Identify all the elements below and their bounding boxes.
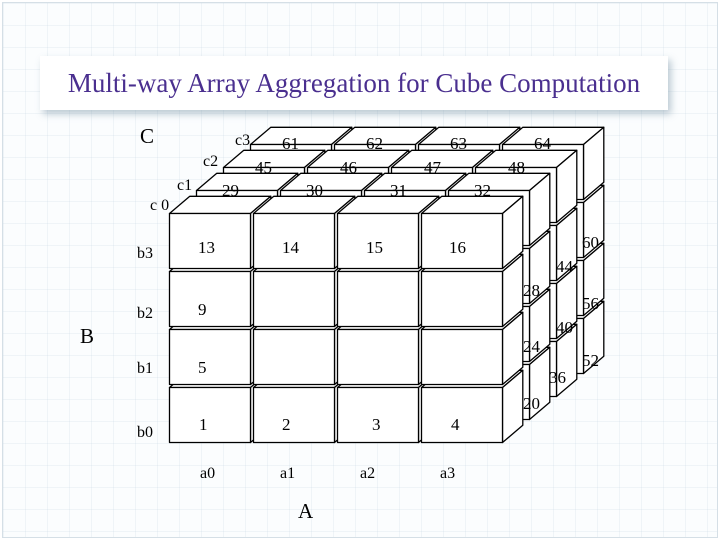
cube-front-face bbox=[336, 328, 420, 386]
cube-front-face bbox=[420, 386, 504, 444]
side-cell-number: 20 bbox=[523, 394, 540, 413]
axis-label-b: B bbox=[80, 324, 94, 348]
b-label-b3: b3 bbox=[137, 245, 153, 262]
side-cell-number: 60 bbox=[582, 233, 599, 252]
b-label-b2: b2 bbox=[137, 305, 153, 322]
cube-front-face bbox=[420, 328, 504, 386]
top-cell-number: 64 bbox=[534, 134, 552, 153]
c-label-c3: c3 bbox=[235, 132, 250, 149]
cube-front-face bbox=[336, 270, 420, 328]
front-cell-number: 1 bbox=[199, 415, 208, 434]
axis-label-c: C bbox=[140, 124, 154, 148]
side-cell-number: 56 bbox=[582, 294, 599, 313]
front-cell-number: 2 bbox=[282, 415, 291, 434]
side-cell-number: 24 bbox=[523, 337, 541, 356]
side-cell-number: 40 bbox=[556, 318, 573, 337]
cube-front-face bbox=[168, 328, 252, 386]
title-box: Multi-way Array Aggregation for Cube Com… bbox=[40, 56, 668, 110]
c-label-c1: c1 bbox=[177, 177, 192, 194]
axis-label-a: A bbox=[298, 499, 314, 523]
top-cell-number: 63 bbox=[450, 134, 467, 153]
cube-front-face bbox=[420, 212, 504, 270]
cube-shapes bbox=[168, 126, 605, 444]
front-cell-number: 13 bbox=[198, 238, 215, 257]
cube-front-face bbox=[252, 328, 336, 386]
top-cell-number: 46 bbox=[340, 158, 357, 177]
front-cell-number: 5 bbox=[198, 358, 207, 377]
top-cell-number: 32 bbox=[474, 181, 491, 200]
cube-front-face bbox=[420, 270, 504, 328]
c-label-c0: c 0 bbox=[150, 197, 169, 214]
cube-front-face bbox=[168, 270, 252, 328]
slide-title: Multi-way Array Aggregation for Cube Com… bbox=[67, 68, 641, 98]
cube-front-face bbox=[252, 212, 336, 270]
top-cell-number: 45 bbox=[255, 158, 272, 177]
top-cell-number: 30 bbox=[306, 181, 323, 200]
b-label-b1: b1 bbox=[137, 360, 153, 377]
top-cell-number: 61 bbox=[282, 134, 299, 153]
top-cell-number: 47 bbox=[424, 158, 442, 177]
a-label-a3: a3 bbox=[440, 465, 455, 482]
side-cell-number: 36 bbox=[549, 368, 566, 387]
a-label-a0: a0 bbox=[200, 465, 215, 482]
top-cell-number: 31 bbox=[390, 181, 407, 200]
a-label-a2: a2 bbox=[360, 465, 375, 482]
cube-front-face bbox=[336, 212, 420, 270]
front-cell-number: 15 bbox=[366, 238, 383, 257]
cube-front-face bbox=[252, 270, 336, 328]
side-cell-number: 52 bbox=[582, 351, 599, 370]
c-label-c2: c2 bbox=[203, 153, 218, 170]
b-label-b0: b0 bbox=[137, 424, 153, 441]
front-cell-number: 14 bbox=[282, 238, 300, 257]
side-cell-number: 28 bbox=[523, 281, 540, 300]
a-label-a1: a1 bbox=[280, 465, 295, 482]
cube-front-face bbox=[336, 386, 420, 444]
front-cell-number: 16 bbox=[449, 238, 466, 257]
front-cell-number: 4 bbox=[451, 415, 460, 434]
front-cell-number: 9 bbox=[198, 300, 207, 319]
cube-front-face bbox=[252, 386, 336, 444]
cube-front-face bbox=[168, 386, 252, 444]
front-cell-number: 3 bbox=[372, 415, 381, 434]
top-cell-number: 29 bbox=[222, 181, 239, 200]
top-cell-number: 48 bbox=[508, 158, 525, 177]
cube-front-face bbox=[168, 212, 252, 270]
side-cell-number: 44 bbox=[556, 257, 574, 276]
top-cell-number: 62 bbox=[366, 134, 383, 153]
